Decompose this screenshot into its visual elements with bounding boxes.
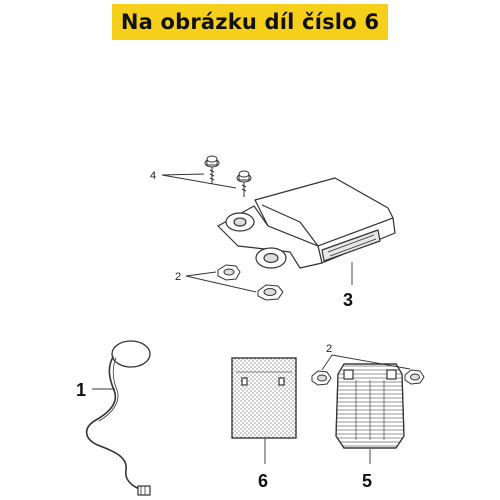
callout-2-top: 2: [175, 271, 181, 283]
callout-3: 3: [343, 290, 353, 310]
callout-4: 4: [150, 170, 156, 182]
part-4-screw-lower: [236, 170, 252, 197]
leader-lines-4: [161, 173, 237, 189]
callout-1: 1: [76, 380, 86, 400]
part-2-nut-b: [257, 284, 284, 301]
part-1-sensor-cable: [85, 340, 151, 496]
callout-6: 6: [258, 471, 268, 491]
part-2-nut-a: [217, 264, 241, 281]
banner-title: Na obrázku díl číslo 6: [120, 10, 380, 34]
callout-2-right: 2: [326, 343, 332, 355]
part-4-screw-upper: [204, 155, 220, 184]
part-5-regulator: [335, 363, 405, 449]
part-2-nut-c: [311, 370, 332, 386]
part-2-nut-d: [404, 369, 425, 385]
part-3-control-unit: [217, 177, 396, 269]
leader-lines-2-right: [321, 354, 411, 371]
part-6-pad: [231, 357, 297, 439]
leader-lines-2-top: [185, 271, 257, 293]
title-banner: Na obrázku díl číslo 6: [112, 4, 388, 40]
callout-5: 5: [362, 471, 372, 491]
